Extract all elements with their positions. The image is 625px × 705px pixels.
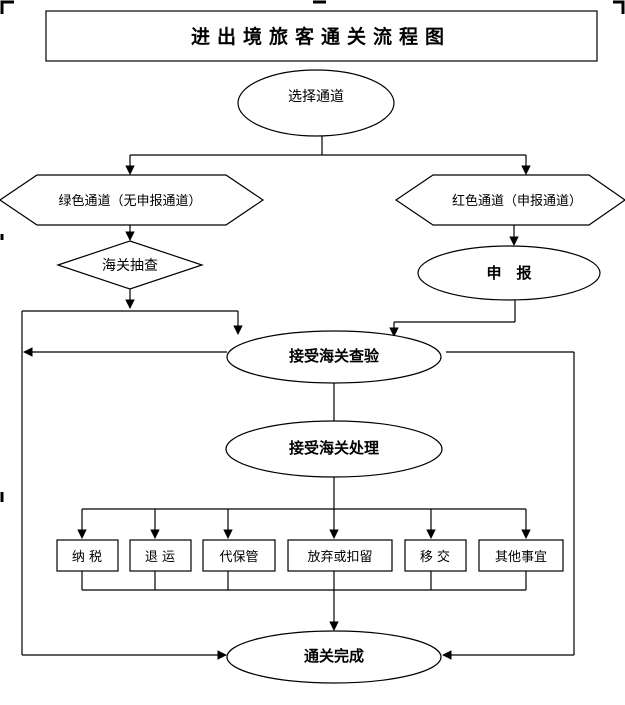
diagram-title: 进出境旅客通关流程图 [191, 25, 451, 48]
completion-node [226, 630, 442, 684]
outcome-label-custody: 代保管 [219, 550, 258, 565]
outcome-label-tax: 纳 税 [72, 550, 102, 565]
spotcheck-connectors [21, 289, 243, 660]
split-connector [125, 136, 531, 175]
outcome-box-custody [202, 539, 276, 572]
declare-node [417, 245, 601, 301]
crop-marks [0, 0, 625, 502]
title-box [45, 10, 598, 62]
outcome-label-transfer: 移 交 [420, 549, 450, 565]
spot-check-node [56, 240, 204, 290]
outcomes-distribution [77, 477, 531, 539]
completion-label: 通关完成 [304, 647, 364, 665]
outcome-box-abandon [287, 539, 393, 572]
outcome-label-other: 其他事宜 [495, 550, 547, 565]
green-channel-node [0, 174, 265, 226]
inspection-side-connectors [23, 347, 575, 660]
green-channel-label: 绿色通道（无申报通道） [58, 193, 201, 209]
processing-label: 接受海关处理 [289, 439, 379, 457]
select-channel-node [237, 69, 395, 137]
select-channel-label: 选择通道 [288, 89, 344, 105]
declare-connectors [389, 300, 516, 337]
outcome-box-tax [56, 539, 119, 572]
inspection-label: 接受海关查验 [289, 347, 380, 365]
red-channel-label: 红色通道（申报通道） [452, 193, 582, 209]
red-channel-node [394, 174, 625, 226]
declare-label: 申 报 [486, 264, 531, 282]
spot-check-label: 海关抽查 [102, 258, 158, 274]
outcome-label-return: 退 运 [145, 550, 175, 565]
outcome-label-abandon: 放弃或扣留 [307, 550, 372, 565]
outcome-box-transfer [404, 539, 467, 572]
outcomes-merge [81, 571, 527, 631]
outcome-box-return [129, 539, 192, 572]
outcome-box-other [478, 539, 564, 572]
